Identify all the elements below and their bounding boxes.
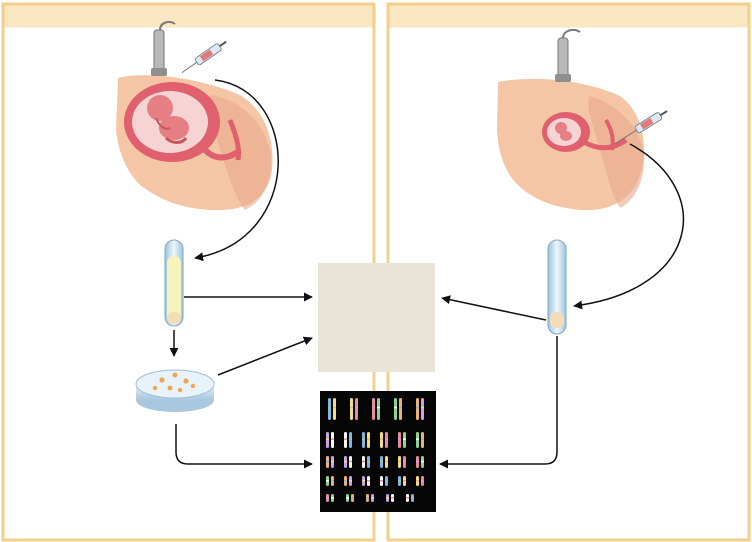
chromosome-band xyxy=(416,461,419,463)
chromosome-band xyxy=(333,407,336,409)
chromosome-band xyxy=(331,461,334,463)
chromosome-band xyxy=(346,497,349,499)
chromosome-band xyxy=(403,438,406,440)
chromosome-band xyxy=(349,480,352,482)
chromosome-band xyxy=(380,480,383,482)
chromosome-band xyxy=(349,438,352,440)
test-tube-icon xyxy=(165,240,183,326)
chromosome-band xyxy=(344,461,347,463)
chromosome xyxy=(349,432,352,448)
chromosome-band xyxy=(391,497,394,499)
chromosome xyxy=(326,432,329,448)
chromosome-band xyxy=(351,497,354,499)
chromosome-band xyxy=(421,461,424,463)
chromosome-band xyxy=(367,438,370,440)
chromosome-band xyxy=(331,480,334,482)
chromosome-band xyxy=(403,480,406,482)
chromosome xyxy=(421,398,424,420)
chromosome xyxy=(362,432,365,448)
test-tube-icon-right xyxy=(548,240,566,334)
chromosome-band xyxy=(421,480,424,482)
chromosome-band xyxy=(416,480,419,482)
chromosome xyxy=(333,398,336,420)
chromosome xyxy=(331,432,334,448)
chromosome-band xyxy=(362,438,365,440)
chromosome-band xyxy=(385,461,388,463)
chromosome-band xyxy=(326,438,329,440)
chromosome xyxy=(372,398,375,420)
chromosome-band xyxy=(331,497,334,499)
analysis-box xyxy=(318,263,435,372)
chromosome xyxy=(398,432,401,448)
chromosome xyxy=(399,398,402,420)
chromosome xyxy=(377,398,380,420)
chromosome-band xyxy=(326,497,329,499)
chromosome-band xyxy=(344,438,347,440)
chromosome-band xyxy=(331,438,334,440)
chromosome-band xyxy=(355,407,358,409)
petri-dish-icon xyxy=(136,370,214,412)
chromosome-band xyxy=(394,407,397,409)
karyotype-icon xyxy=(320,391,436,512)
chromosome xyxy=(367,432,370,448)
chromosome xyxy=(403,432,406,448)
chromosome xyxy=(328,398,331,420)
chromosome xyxy=(421,432,424,448)
chromosome-band xyxy=(372,407,375,409)
chromosome-band xyxy=(386,497,389,499)
chromosome-band xyxy=(411,497,414,499)
chromosome-band xyxy=(367,480,370,482)
chromosome xyxy=(416,398,419,420)
chromosome-band xyxy=(398,461,401,463)
chromosome-band xyxy=(377,407,380,409)
chromosome xyxy=(355,398,358,420)
chromosome xyxy=(385,432,388,448)
chromosome-band xyxy=(399,407,402,409)
chromosome xyxy=(394,398,397,420)
chromosome-band xyxy=(421,438,424,440)
chromosome-band xyxy=(328,407,331,409)
chromosome-band xyxy=(421,407,424,409)
chromosome-band xyxy=(398,480,401,482)
chromosome-band xyxy=(326,480,329,482)
chromosome xyxy=(416,432,419,448)
chromosome-band xyxy=(371,497,374,499)
chromosome-band xyxy=(366,497,369,499)
chromosome-band xyxy=(416,438,419,440)
chromosome-band xyxy=(385,438,388,440)
chromosome-band xyxy=(380,461,383,463)
chromosome-band xyxy=(344,480,347,482)
chromosome-band xyxy=(326,461,329,463)
chromosome xyxy=(350,398,353,420)
chromosome-band xyxy=(350,407,353,409)
chromosome-band xyxy=(367,461,370,463)
chromosome xyxy=(380,432,383,448)
chromosome-band xyxy=(398,438,401,440)
chromosome-band xyxy=(362,461,365,463)
chromosome-band xyxy=(349,461,352,463)
chromosome-band xyxy=(416,407,419,409)
chromosome-band xyxy=(380,438,383,440)
chromosome-band xyxy=(385,480,388,482)
chromosome-band xyxy=(403,461,406,463)
chromosome-band xyxy=(362,480,365,482)
chromosome xyxy=(344,432,347,448)
chromosome-band xyxy=(406,497,409,499)
